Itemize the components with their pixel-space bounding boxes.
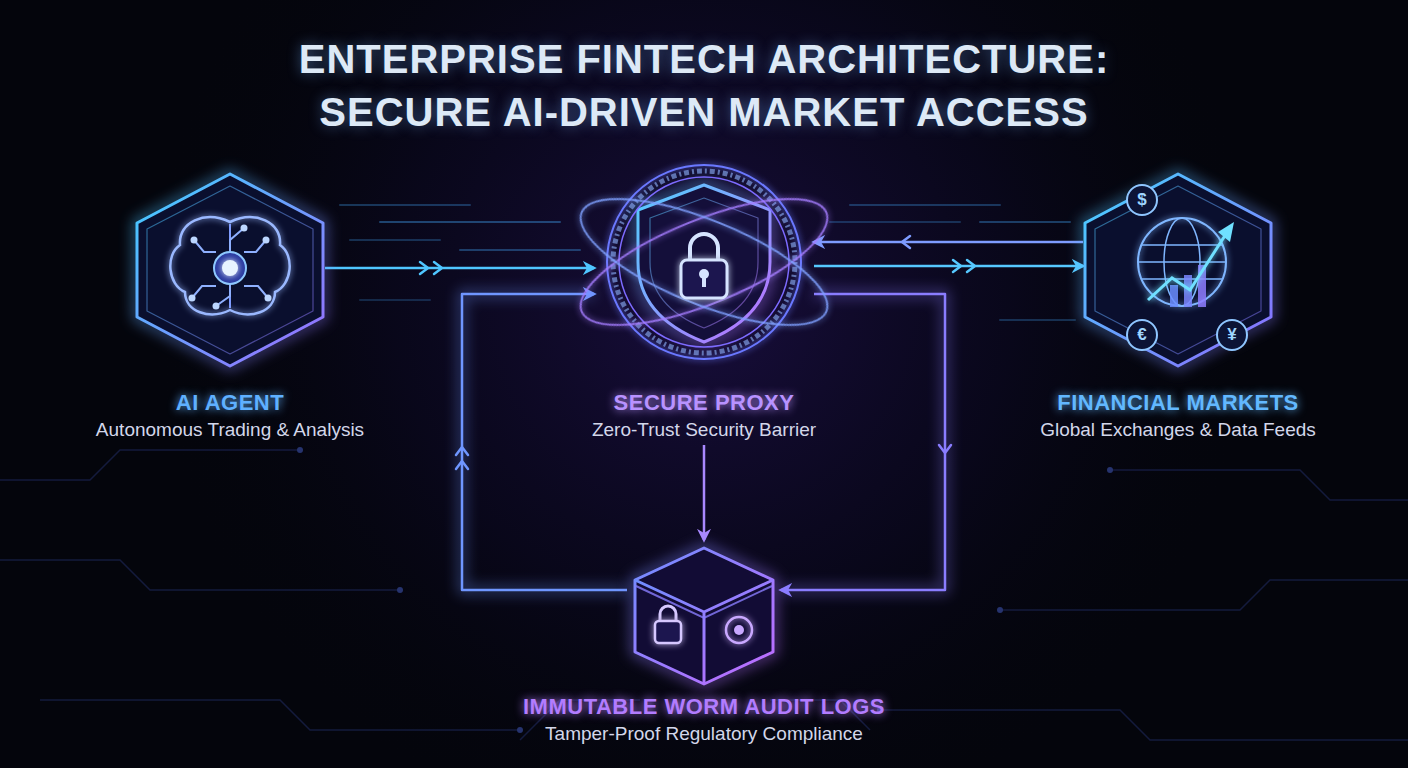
connector-group bbox=[781, 294, 945, 590]
diagram-title: ENTERPRISE FINTECH ARCHITECTURE: SECURE … bbox=[264, 33, 1144, 139]
flow-chevron bbox=[902, 236, 910, 248]
shape-outline bbox=[650, 198, 758, 328]
flow-chevron bbox=[939, 445, 951, 453]
shape-outline bbox=[635, 580, 773, 684]
node-outline bbox=[627, 540, 781, 690]
data-streak bbox=[380, 221, 560, 223]
data-streak bbox=[360, 299, 430, 301]
connector-glow bbox=[781, 294, 945, 590]
node-heading: AI AGENT bbox=[50, 390, 410, 416]
currency-symbol: $ bbox=[1128, 189, 1156, 211]
node-description: Tamper-Proof Regulatory Compliance bbox=[474, 722, 934, 746]
connector-group bbox=[704, 445, 705, 540]
shape-outline bbox=[147, 186, 313, 354]
agent-node: AI AGENTAutonomous Trading & Analysis bbox=[135, 172, 325, 368]
shape-outline bbox=[137, 174, 323, 366]
circuit-dot bbox=[517, 727, 523, 733]
orbit-ring bbox=[607, 165, 801, 359]
orbit-ellipse bbox=[566, 174, 842, 351]
flow-arrow bbox=[814, 265, 1083, 268]
flow-arrow bbox=[781, 294, 945, 590]
circuit-trace bbox=[0, 560, 400, 590]
flow-arrow bbox=[462, 294, 627, 590]
connector-glow bbox=[814, 239, 1083, 246]
binary-ring bbox=[613, 171, 795, 353]
node-outline bbox=[135, 172, 325, 368]
node-outline bbox=[1083, 172, 1273, 368]
audit-log-node: IMMUTABLE WORM AUDIT LOGSTamper-Proof Re… bbox=[627, 540, 781, 690]
shape-outline bbox=[638, 185, 770, 342]
outline-glow bbox=[638, 185, 770, 342]
outline-glow bbox=[635, 548, 773, 684]
connector-group bbox=[814, 242, 1083, 243]
data-streak bbox=[830, 221, 960, 223]
flow-chevron bbox=[456, 447, 468, 455]
proxy-node: SECURE PROXYZero-Trust Security Barrier bbox=[594, 150, 814, 445]
shield-icon bbox=[566, 165, 842, 359]
node-heading: FINANCIAL MARKETS bbox=[988, 390, 1368, 416]
orbit-ring bbox=[619, 177, 789, 347]
data-streak bbox=[980, 221, 1070, 223]
connector-group bbox=[462, 294, 627, 590]
circuit-dot bbox=[997, 607, 1003, 613]
flow-arrow bbox=[703, 445, 706, 540]
data-streak bbox=[340, 204, 470, 206]
flow-arrow bbox=[325, 267, 594, 270]
orbit-ellipse bbox=[566, 174, 842, 351]
node-heading: SECURE PROXY bbox=[524, 390, 884, 416]
flow-chevron bbox=[967, 260, 975, 272]
circuit-trace bbox=[880, 710, 1408, 740]
node-description: Zero-Trust Security Barrier bbox=[524, 418, 884, 442]
circuit-trace bbox=[40, 700, 520, 730]
connector-group bbox=[325, 268, 594, 269]
circuit-trace bbox=[1000, 580, 1408, 610]
connector-glow bbox=[462, 294, 627, 590]
connector-group bbox=[814, 266, 1083, 267]
node-text-group: AI AGENTAutonomous Trading & Analysis bbox=[50, 390, 410, 442]
currency-symbol: € bbox=[1128, 324, 1156, 346]
connector-glow bbox=[814, 263, 1083, 270]
flow-chevron bbox=[456, 461, 468, 469]
data-streak bbox=[460, 249, 580, 251]
circuit-dot bbox=[397, 587, 403, 593]
outline-glow bbox=[1085, 174, 1271, 366]
data-streak bbox=[850, 204, 1000, 206]
data-streak bbox=[1000, 319, 1075, 321]
flow-chevron bbox=[434, 262, 442, 274]
node-text-group: IMMUTABLE WORM AUDIT LOGSTamper-Proof Re… bbox=[474, 694, 934, 746]
flow-chevron bbox=[953, 260, 961, 272]
node-text-group: SECURE PROXYZero-Trust Security Barrier bbox=[524, 390, 884, 442]
outline-glow bbox=[137, 174, 323, 366]
flow-arrow bbox=[814, 241, 1083, 244]
connector-glow bbox=[701, 445, 708, 540]
shape-outline bbox=[1095, 186, 1261, 354]
node-description: Autonomous Trading & Analysis bbox=[50, 418, 410, 442]
flow-chevron bbox=[420, 262, 428, 274]
shape-outline bbox=[635, 548, 773, 684]
node-text-group: FINANCIAL MARKETSGlobal Exchanges & Data… bbox=[988, 390, 1368, 442]
circuit-trace bbox=[1110, 470, 1408, 500]
circuit-dot bbox=[297, 447, 303, 453]
markets-node: FINANCIAL MARKETSGlobal Exchanges & Data… bbox=[1083, 172, 1273, 368]
node-heading: IMMUTABLE WORM AUDIT LOGS bbox=[474, 694, 934, 720]
node-description: Global Exchanges & Data Feeds bbox=[988, 418, 1368, 442]
shape-outline bbox=[1085, 174, 1271, 366]
connector-glow bbox=[325, 265, 594, 272]
circuit-trace bbox=[0, 450, 300, 480]
currency-symbol: ¥ bbox=[1218, 324, 1246, 346]
circuit-dot bbox=[1107, 467, 1113, 473]
data-streak bbox=[350, 239, 440, 241]
